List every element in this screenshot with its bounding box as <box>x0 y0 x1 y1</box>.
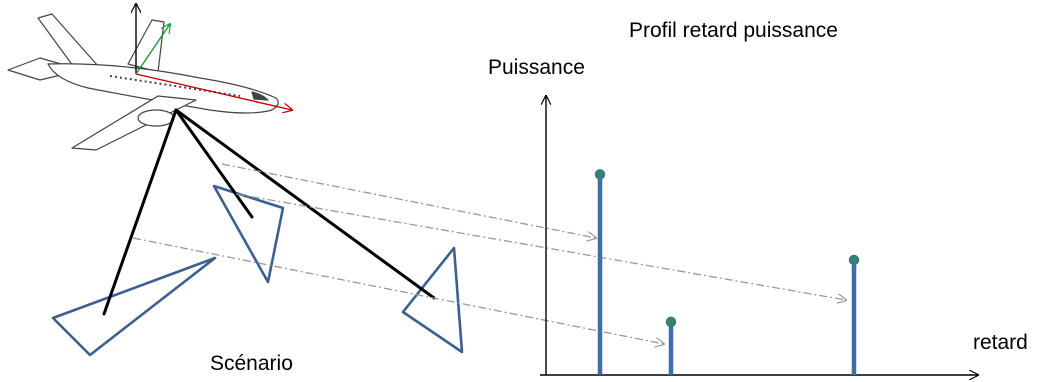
scatterer-triangle-3 <box>401 246 464 354</box>
airplane-side-axis <box>135 24 170 75</box>
map-arrow-2 <box>235 193 846 300</box>
ray-3 <box>174 108 436 300</box>
power-delay-stems <box>594 169 860 375</box>
mapping-arrows <box>132 163 846 344</box>
stem-dot-2 <box>665 316 677 328</box>
ray-2 <box>174 108 254 219</box>
propagation-rays <box>102 108 436 316</box>
scenario-label: Scénario <box>210 352 293 375</box>
map-arrow-3 <box>132 237 664 344</box>
chart-title: Profil retard puissance <box>629 19 838 42</box>
airplane-icon <box>7 13 279 151</box>
x-axis-label: retard <box>973 331 1028 354</box>
scatterer-triangle-2 <box>212 184 285 284</box>
scatterer-triangle-1 <box>51 256 217 357</box>
y-axis-label: Puissance <box>488 56 585 79</box>
airplane-forward-axis <box>135 73 292 110</box>
ray-1 <box>102 108 178 316</box>
stem-dot-1 <box>594 169 606 180</box>
stem-dot-3 <box>848 254 860 266</box>
